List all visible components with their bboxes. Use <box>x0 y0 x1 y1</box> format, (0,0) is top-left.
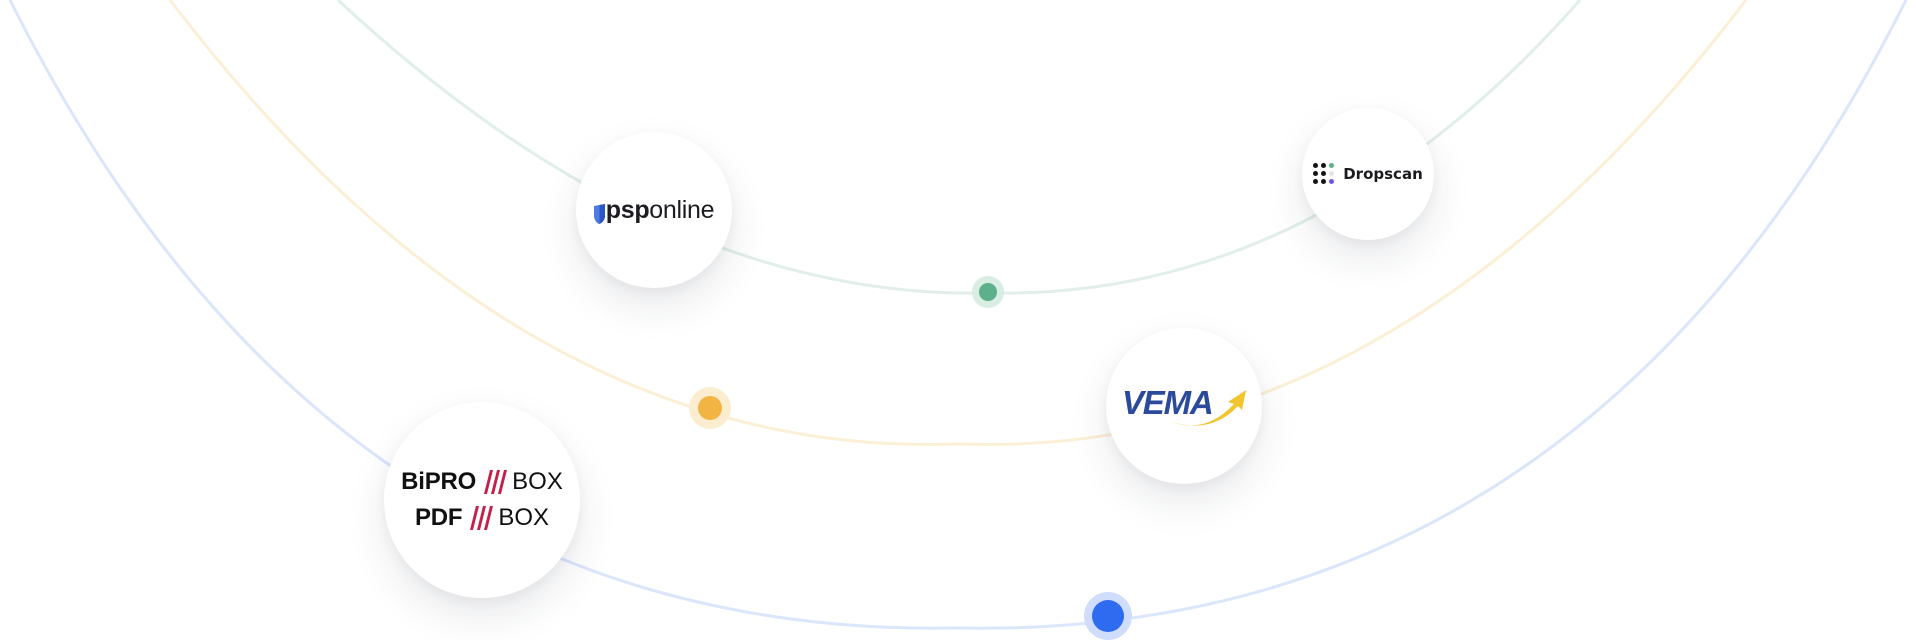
dot-grid-icon <box>1313 163 1335 185</box>
slash-mark-icon <box>484 470 508 494</box>
slash-mark-icon <box>470 506 494 530</box>
logo-vema: VEMA <box>1106 328 1262 484</box>
pdf-box-line: PDF BOX <box>415 500 549 536</box>
marker-orange <box>689 387 731 429</box>
psp-bold-text: psp <box>605 195 650 224</box>
logo-dropscan: Dropscan <box>1302 108 1434 240</box>
dropscan-wordmark: Dropscan <box>1313 163 1423 185</box>
bipro-label: BiPRO <box>401 468 477 495</box>
shield-icon <box>593 203 605 224</box>
bipro-box-suffix: BOX <box>512 468 563 495</box>
orbit-outer <box>8 0 1908 630</box>
psp-light-text: online <box>649 195 715 224</box>
vema-wordmark: VEMA <box>1122 382 1246 430</box>
pdf-label: PDF <box>414 504 463 531</box>
swoosh-icon <box>1172 390 1246 426</box>
dropscan-label: Dropscan <box>1343 165 1423 183</box>
orbit-middle <box>168 0 1748 447</box>
logo-bipro-pdf-box: BiPRO BOX PDF BOX <box>384 402 580 598</box>
vema-label: VEMA <box>1122 384 1214 421</box>
pdf-box-suffix: BOX <box>498 504 550 531</box>
marker-green <box>972 276 1004 308</box>
bipro-box-line: BiPRO BOX <box>401 464 563 500</box>
marker-blue <box>1084 592 1132 640</box>
